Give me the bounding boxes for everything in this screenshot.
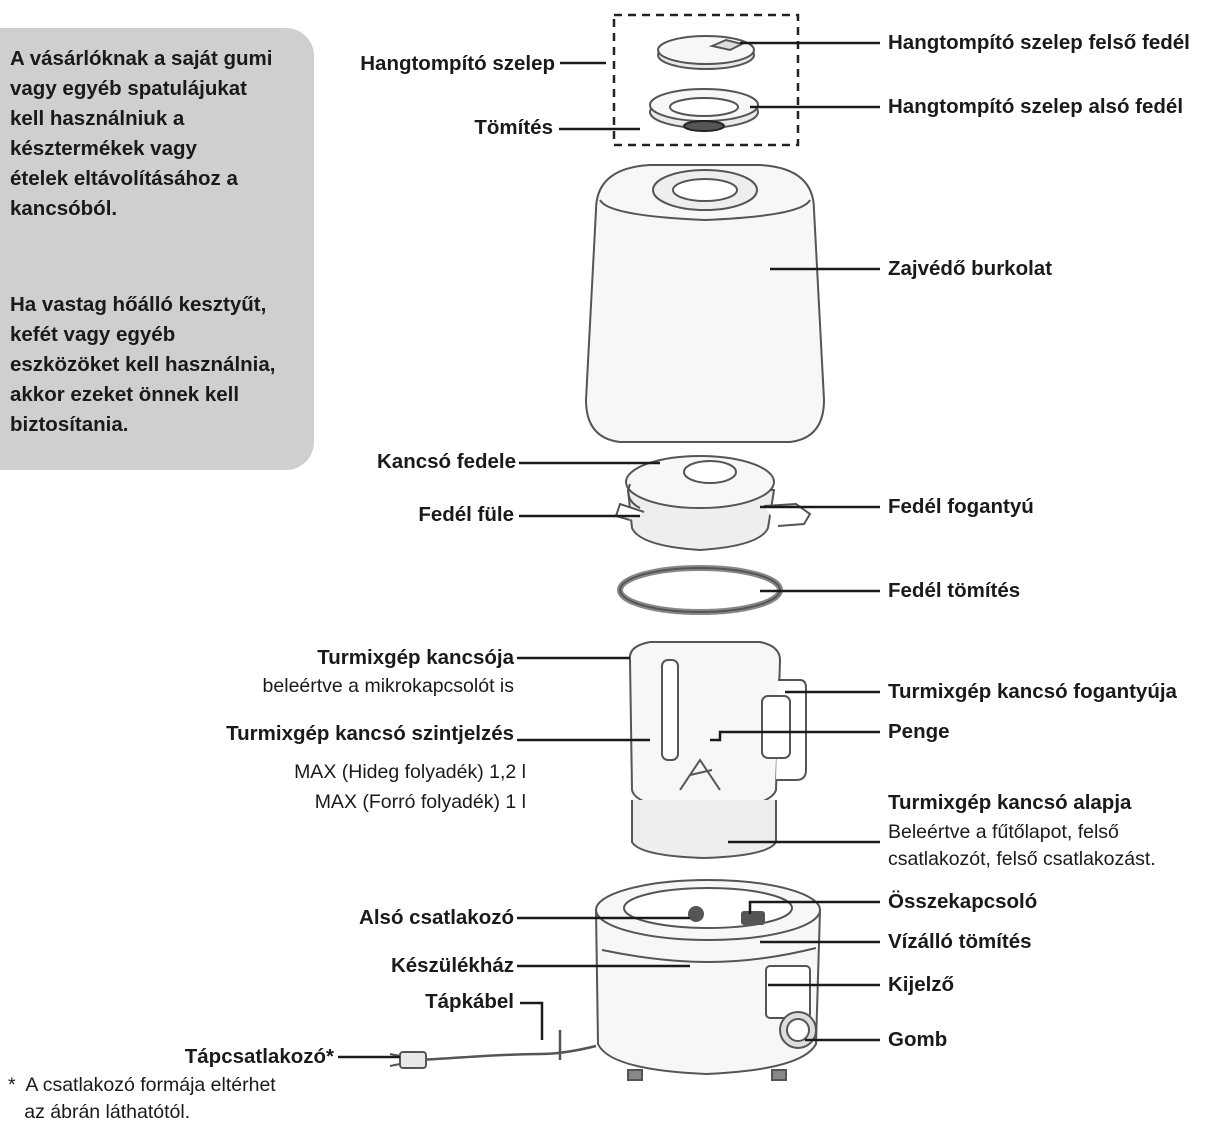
note-box: A vásárlóknak a saját gumi vagy egyéb sp… (0, 28, 314, 470)
label-power-cable: Tápkábel (425, 990, 514, 1013)
note-paragraph-1: A vásárlóknak a saját gumi vagy egyéb sp… (10, 47, 273, 220)
label-valve-top-cover: Hangtompító szelep felső fedél (888, 31, 1190, 54)
label-waterproof-seal: Vízálló tömítés (888, 930, 1032, 953)
valve-frame (612, 13, 800, 147)
note-paragraph-2: Ha vastag hőálló kesztyűt, kefét vagy eg… (10, 293, 276, 436)
label-housing: Készülékház (390, 954, 514, 977)
label-seal: Tömítés (474, 116, 553, 139)
label-lid-ear: Fedél füle (418, 503, 514, 526)
base-housing-part (594, 879, 822, 1081)
valve-top-cover-part (657, 35, 755, 70)
leader-power-cable (520, 1001, 544, 1040)
label-jug-sub: beleértve a mikrokapcsolót is (262, 675, 514, 697)
label-jug: Turmixgép kancsója (317, 646, 514, 669)
label-valve: Hangtompító szelep (360, 52, 555, 75)
label-lid-handle: Fedél fogantyú (888, 495, 1034, 518)
jug-part (628, 641, 807, 860)
label-footnote: * A csatlakozó formája eltérhet az ábrán… (8, 1074, 276, 1123)
label-lid-seal: Fedél tömítés (888, 579, 1021, 602)
label-level-max-cold: MAX (Hideg folyadék) 1,2 l (294, 761, 526, 783)
label-display: Kijelző (888, 973, 955, 996)
leader-interlock (748, 900, 880, 914)
label-jug-handle: Turmixgép kancsó fogantyúja (888, 680, 1177, 703)
label-lower-connector: Alsó csatlakozó (359, 906, 514, 929)
jug-lid-part (614, 455, 812, 552)
valve-bottom-cover-part (649, 88, 759, 132)
label-jug-base-sub: Beleértve a fűtőlapot, felső csatlakozót… (888, 821, 1156, 870)
label-interlock: Összekapcsoló (888, 890, 1038, 913)
label-jug-lid: Kancsó fedele (377, 450, 516, 473)
label-jug-base: Turmixgép kancsó alapja (888, 791, 1132, 814)
noise-cover-part (584, 164, 826, 443)
label-plug: Tápcsatlakozó* (184, 1045, 334, 1068)
label-blade: Penge (888, 720, 950, 743)
label-noise-cover: Zajvédő burkolat (888, 257, 1053, 280)
label-knob: Gomb (888, 1028, 948, 1051)
label-level: Turmixgép kancsó szintjelzés (226, 722, 514, 745)
label-level-max-hot: MAX (Forró folyadék) 1 l (314, 791, 526, 813)
leader-blade (710, 730, 880, 742)
cable-and-plug-part (389, 1030, 597, 1069)
lid-seal-part (617, 565, 783, 615)
label-valve-bottom-cover: Hangtompító szelep alsó fedél (888, 95, 1184, 118)
